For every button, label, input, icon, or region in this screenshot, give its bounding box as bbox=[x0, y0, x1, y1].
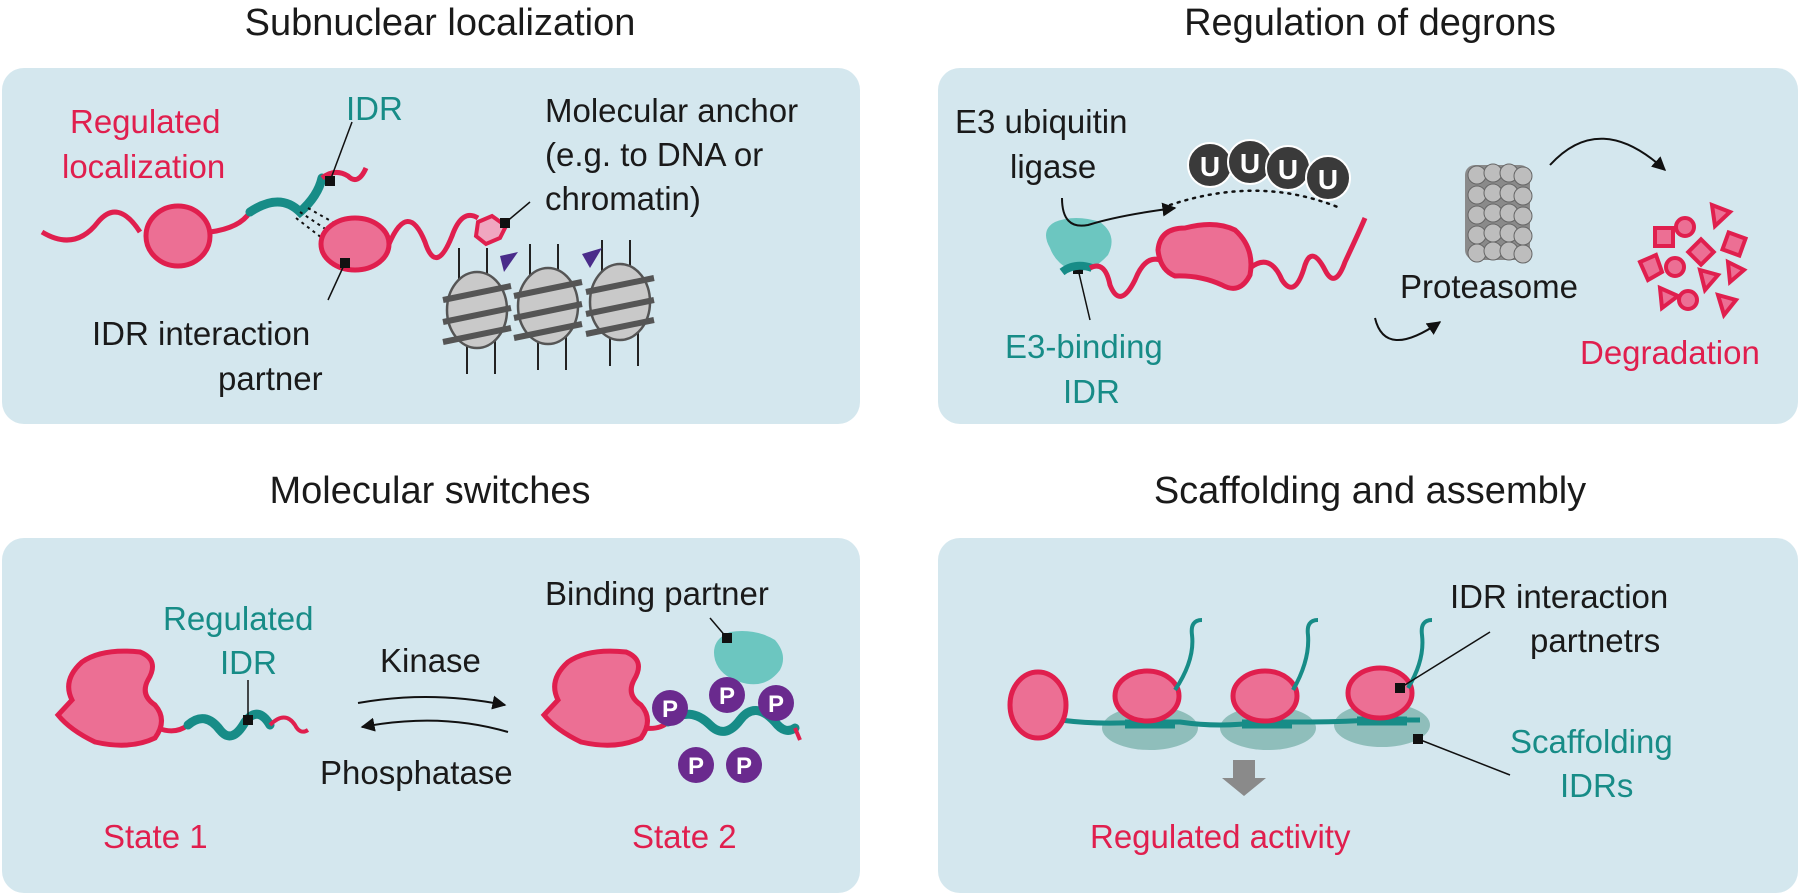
proteasome bbox=[1465, 163, 1533, 264]
e3-label-2: ligase bbox=[1010, 148, 1096, 185]
scaffold-protein-0 bbox=[1007, 669, 1069, 741]
panel-title-subnuclear: Subnuclear localization bbox=[244, 2, 636, 44]
panel-subnuclear bbox=[2, 68, 860, 424]
idr-tail bbox=[320, 166, 369, 183]
degradation-fragments bbox=[1637, 201, 1749, 320]
binding-partner-label: Binding partner bbox=[545, 575, 769, 612]
kinase-label: Kinase bbox=[380, 642, 481, 679]
regulated-activity-label: Regulated activity bbox=[1090, 818, 1351, 855]
state1-label: State 1 bbox=[103, 818, 208, 855]
protein-chain-right bbox=[386, 212, 480, 260]
ubiquitin-3: U bbox=[1278, 154, 1298, 185]
degron-protein bbox=[1155, 222, 1254, 291]
regulated-localization-label: Regulated bbox=[70, 103, 220, 140]
panel-title-degrons: Regulation of degrons bbox=[1184, 2, 1556, 44]
scaffold-protein-2 bbox=[1230, 668, 1300, 724]
state2-protein bbox=[540, 648, 650, 748]
phospho-4: P bbox=[688, 753, 704, 780]
partners-label-1: IDR interaction bbox=[1450, 578, 1668, 615]
partners-label-2: partnetrs bbox=[1530, 622, 1660, 659]
chromatin bbox=[443, 240, 654, 374]
degrons-diagram: E3 ubiquitin ligase U U U U bbox=[955, 103, 1760, 410]
regulated-idr-label-1: Regulated bbox=[163, 600, 313, 637]
anchor-label-2: (e.g. to DNA or bbox=[545, 136, 763, 173]
scaffold-protein-1 bbox=[1112, 668, 1182, 724]
phospho-2: P bbox=[719, 683, 735, 710]
scaffolding-idrs-label-1: Scaffolding bbox=[1510, 723, 1673, 760]
histone-mark-1 bbox=[500, 252, 518, 272]
degron-chain-right bbox=[1248, 217, 1368, 290]
histone-mark-2 bbox=[582, 248, 602, 268]
state1-protein bbox=[54, 648, 164, 748]
ubiquitin-2: U bbox=[1240, 148, 1260, 179]
anchor-label-3: chromatin) bbox=[545, 180, 701, 217]
degron-chain-left bbox=[1088, 256, 1161, 299]
ubiquitin-4: U bbox=[1318, 164, 1338, 195]
idr-label: IDR bbox=[346, 90, 403, 127]
e3-ligase bbox=[1046, 218, 1112, 271]
idr-interaction-partner bbox=[318, 215, 392, 273]
molecular-anchor bbox=[473, 213, 509, 247]
idr-segment bbox=[245, 173, 327, 219]
scaffold-protein-3 bbox=[1345, 665, 1415, 721]
phosphatase-label: Phosphatase bbox=[320, 754, 513, 791]
e3-binding-idr-label-1: E3-binding bbox=[1005, 328, 1163, 365]
down-arrow bbox=[1222, 760, 1266, 796]
scaffolding-diagram: IDR interaction partnetrs Scaffolding ID… bbox=[1007, 578, 1673, 855]
state2-idr bbox=[663, 706, 800, 736]
scaffolding-idrs-label-2: IDRs bbox=[1560, 767, 1633, 804]
ubiquitin-1: U bbox=[1200, 151, 1220, 182]
state2-label: State 2 bbox=[632, 818, 737, 855]
state1-idr bbox=[183, 709, 275, 741]
protein-chain-left bbox=[40, 209, 143, 243]
switches-diagram: Regulated IDR State 1 Kinase Phosphatase… bbox=[54, 575, 802, 855]
scaffold-idr bbox=[1059, 717, 1420, 728]
phospho-5: P bbox=[736, 753, 752, 780]
phospho-3: P bbox=[768, 691, 784, 718]
anchor-label-1: Molecular anchor bbox=[545, 92, 798, 129]
regulated-idr-label-2: IDR bbox=[220, 644, 277, 681]
degradation-label: Degradation bbox=[1580, 334, 1760, 371]
phospho-1: P bbox=[662, 696, 678, 723]
ubiquitin-chain: U U U U bbox=[1187, 139, 1351, 201]
e3-binding-idr-label-2: IDR bbox=[1063, 373, 1120, 410]
globular-domain-1 bbox=[143, 203, 213, 269]
linker-1 bbox=[209, 210, 253, 235]
e3-binding-idr bbox=[1059, 261, 1094, 276]
proteasome-label: Proteasome bbox=[1400, 268, 1578, 305]
panel-title-scaffolding: Scaffolding and assembly bbox=[1153, 470, 1587, 512]
regulated-localization-label-2: localization bbox=[62, 148, 225, 185]
phospho-groups: P P P P P bbox=[652, 677, 794, 783]
panel-title-switches: Molecular switches bbox=[269, 470, 591, 512]
partner-label-2: partner bbox=[218, 360, 323, 397]
partner-label-1: IDR interaction bbox=[92, 315, 310, 352]
subnuclear-diagram: Regulated localization IDR Molecular anc… bbox=[40, 90, 798, 397]
binding-partner bbox=[714, 631, 784, 685]
e3-label-1: E3 ubiquitin bbox=[955, 103, 1127, 140]
